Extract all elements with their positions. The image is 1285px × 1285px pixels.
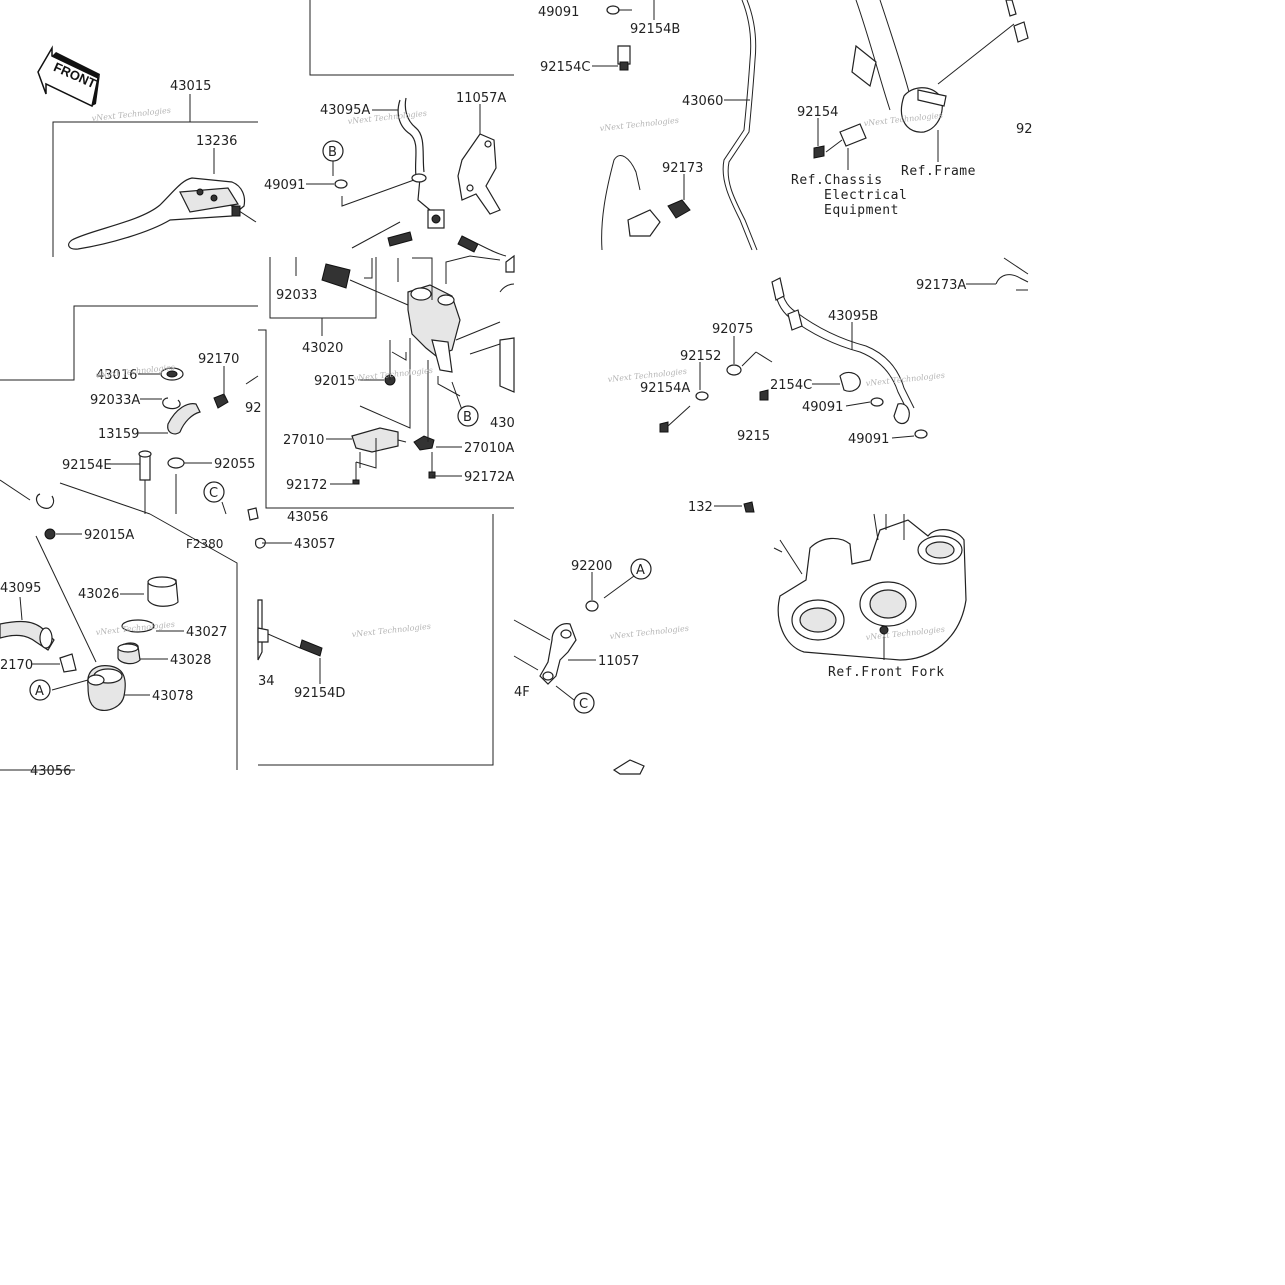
part-label-92075: 92075 — [712, 322, 753, 337]
part-label-4F-cut: 4F — [514, 685, 530, 700]
callout-a-left: A — [29, 679, 51, 701]
part-label-2154C: 2154C — [770, 378, 812, 393]
part-label-43028: 43028 — [170, 653, 211, 668]
callout-a-right: A — [630, 558, 652, 580]
part-label-43026: 43026 — [78, 587, 119, 602]
part-label-92015A: 92015A — [84, 528, 134, 543]
ref-chassis-line3: Equipment — [824, 203, 899, 218]
part-label-49091-r: 49091 — [538, 5, 579, 20]
part-label-92173: 92173 — [662, 161, 703, 176]
part-label-92-cut: 92 — [245, 401, 262, 416]
part-label-92200: 92200 — [571, 559, 612, 574]
reference-labels: Ref.Chassis Electrical Equipment Ref.Fra… — [791, 164, 976, 680]
part-label-92055: 92055 — [214, 457, 255, 472]
watermark-3: vNext Technologies — [599, 116, 679, 133]
middle-right-illustration — [659, 277, 928, 513]
part-label-43016: 43016 — [96, 368, 137, 383]
figure-code: F2380 — [186, 537, 223, 551]
bracket-11057-illustration — [513, 600, 645, 775]
part-label-92170: 92170 — [198, 352, 239, 367]
part-label-43095A: 43095A — [320, 103, 370, 118]
part-label-92172A: 92172A — [464, 470, 514, 485]
ref-front-fork: Ref.Front Fork — [828, 665, 945, 680]
part-label-92172: 92172 — [286, 478, 327, 493]
lower-center-illustration — [247, 507, 323, 661]
part-label-49091-top: 49091 — [264, 178, 305, 193]
part-label-34-cut: 34 — [258, 674, 275, 689]
part-label-43020: 43020 — [302, 341, 343, 356]
callout-a-left-label: A — [35, 684, 44, 699]
part-label-9215-cut: 9215 — [737, 429, 770, 444]
front-arrow-icon: FRONT — [37, 45, 100, 108]
leader-lines — [19, 0, 996, 701]
callout-a-right-label: A — [636, 563, 645, 578]
watermark-8: vNext Technologies — [865, 371, 945, 388]
ref-chassis-line1: Ref.Chassis — [791, 173, 883, 188]
part-label-11057A: 11057A — [456, 91, 506, 106]
part-label-49091-b2: 49091 — [848, 432, 889, 447]
part-label-92033A: 92033A — [90, 393, 140, 408]
part-label-92-right-cut: 92 — [1016, 122, 1033, 137]
part-label-132-cut: 132 — [688, 500, 713, 515]
frame-lines — [0, 0, 514, 771]
part-label-92154A: 92154A — [640, 381, 690, 396]
part-label-13236: 13236 — [196, 134, 237, 149]
part-label-92015: 92015 — [314, 374, 355, 389]
watermark-10: vNext Technologies — [351, 622, 431, 639]
master-cylinder-illustration — [321, 97, 515, 485]
callout-b-top: B — [322, 140, 344, 162]
callout-b-mid: B — [457, 405, 479, 427]
part-label-43095B: 43095B — [828, 309, 878, 324]
part-label-49091-b1: 49091 — [802, 400, 843, 415]
watermark-1: vNext Technologies — [91, 106, 171, 123]
part-label-27010: 27010 — [283, 433, 324, 448]
part-label-92154D: 92154D — [294, 686, 345, 701]
part-label-92033: 92033 — [276, 288, 317, 303]
part-label-43056-b: 43056 — [30, 764, 71, 779]
part-label-92154E: 92154E — [62, 458, 112, 473]
reservoir-illustration — [0, 367, 259, 711]
part-label-43060: 43060 — [682, 94, 723, 109]
part-label-43027: 43027 — [186, 625, 227, 640]
part-label-43015: 43015 — [170, 79, 211, 94]
callout-c-right: C — [573, 692, 595, 714]
triple-clamp-illustration — [773, 513, 967, 661]
part-label-27010A: 27010A — [464, 441, 514, 456]
part-label-13159: 13159 — [98, 427, 139, 442]
ref-frame: Ref.Frame — [901, 164, 976, 179]
upper-right-illustration — [601, 0, 1029, 291]
callout-c-mid-label: C — [209, 486, 218, 501]
callout-b-mid-label: B — [463, 410, 472, 425]
part-label-92152: 92152 — [680, 349, 721, 364]
part-label-43056-a: 43056 — [287, 510, 328, 525]
watermark-11: vNext Technologies — [609, 624, 689, 641]
part-label-11057: 11057 — [598, 654, 639, 669]
ref-chassis-line2: Electrical — [824, 188, 907, 203]
part-label-92173A: 92173A — [916, 278, 966, 293]
part-label-92154B: 92154B — [630, 22, 680, 37]
callout-b-top-label: B — [328, 145, 337, 160]
part-label-43095: 43095 — [0, 581, 41, 596]
clutch-lever-illustration — [68, 177, 257, 250]
part-label-430-cut: 430 — [490, 416, 515, 431]
part-label-43078: 43078 — [152, 689, 193, 704]
part-label-92154: 92154 — [797, 105, 838, 120]
part-label-43057: 43057 — [294, 537, 335, 552]
part-labels: 43015 13236 43095A 11057A 49091 92033 43… — [0, 5, 1033, 779]
callout-c-mid: C — [203, 481, 225, 503]
part-label-2170: 2170 — [0, 658, 33, 673]
part-label-92154C: 92154C — [540, 60, 590, 75]
callout-c-right-label: C — [579, 697, 588, 712]
